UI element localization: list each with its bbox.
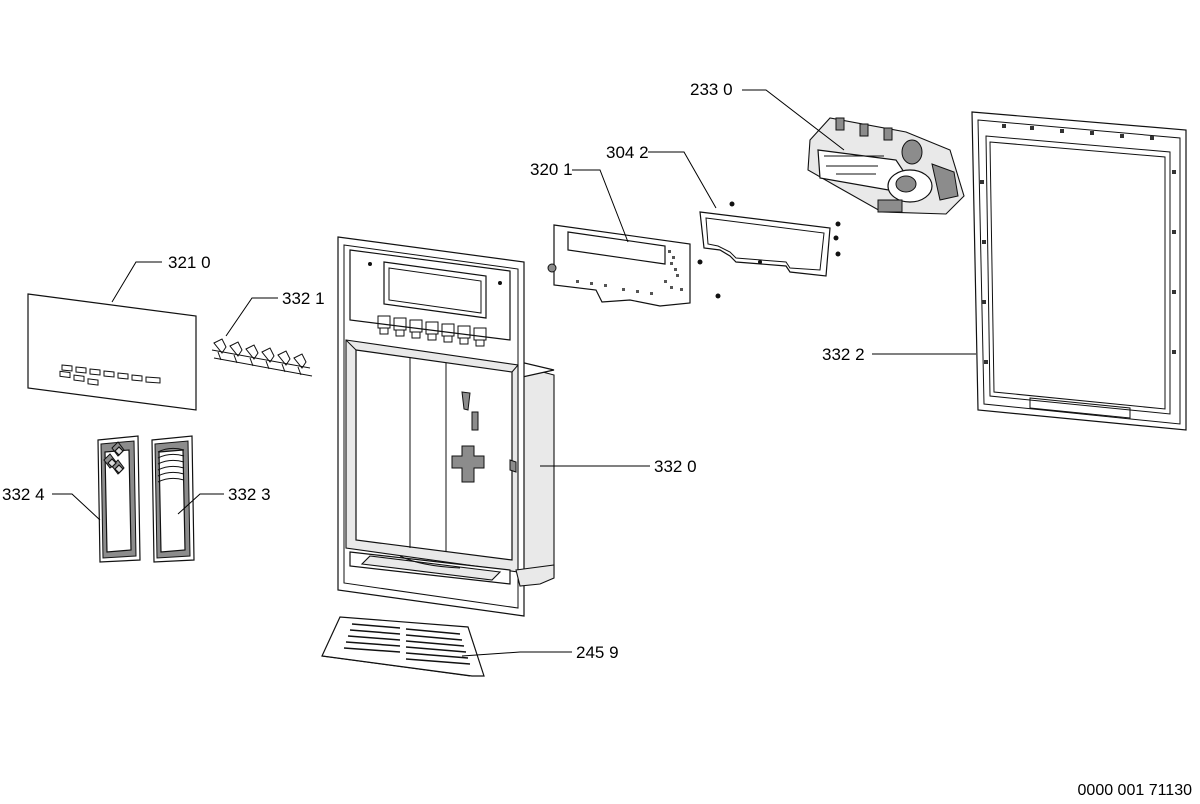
callout-332-1: 332 1 bbox=[282, 289, 325, 308]
part-dispenser-housing bbox=[337, 236, 555, 617]
callout-233-0: 233 0 bbox=[690, 80, 733, 99]
callout-245-9: 245 9 bbox=[576, 643, 619, 662]
part-display-pcb bbox=[547, 224, 691, 307]
part-handle-insert-left bbox=[97, 435, 141, 563]
callout-321-0: 321 0 bbox=[168, 253, 211, 272]
part-cover-plate bbox=[697, 201, 841, 299]
callout-304-2: 304 2 bbox=[606, 143, 649, 162]
callout-320-1: 320 1 bbox=[530, 160, 573, 179]
part-handle-insert-right bbox=[151, 435, 195, 563]
callout-332-0: 332 0 bbox=[654, 457, 697, 476]
callout-332-3: 332 3 bbox=[228, 485, 271, 504]
part-button-strip bbox=[211, 338, 313, 377]
part-door-frame bbox=[971, 111, 1187, 431]
part-front-cover-panel bbox=[27, 293, 197, 411]
callout-332-2: 332 2 bbox=[822, 345, 865, 364]
callout-332-4: 332 4 bbox=[2, 485, 45, 504]
document-number: 0000 001 71130 bbox=[1077, 782, 1192, 799]
part-drip-tray-grille bbox=[321, 616, 485, 677]
part-motor-assembly bbox=[807, 117, 965, 215]
leader-lines bbox=[52, 89, 976, 657]
